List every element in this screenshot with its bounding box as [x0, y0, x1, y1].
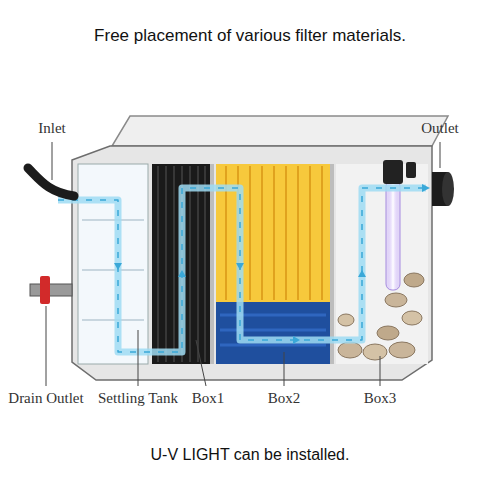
leader-lines — [46, 142, 440, 386]
rock — [363, 344, 387, 360]
filter-housing — [72, 146, 432, 380]
leader-line — [46, 306, 47, 386]
settling-plate — [82, 269, 144, 271]
divider-wall — [330, 164, 334, 364]
rock — [377, 326, 399, 340]
bio-chamber — [336, 164, 428, 364]
rock — [402, 311, 422, 325]
rock — [404, 273, 424, 287]
flow-direction — [58, 188, 426, 352]
rock — [385, 293, 407, 307]
leader-line — [196, 340, 206, 386]
settling-plate — [82, 319, 144, 321]
part-label: Box3 — [364, 390, 397, 407]
drain-valve — [40, 276, 50, 304]
settling-plate — [82, 219, 144, 221]
part-label: Settling Tank — [98, 390, 178, 407]
divider-wall — [210, 164, 214, 364]
drain-pipe — [30, 284, 72, 296]
outlet-opening — [442, 172, 454, 206]
leader-line — [380, 356, 381, 386]
part-label: Drain Outlet — [8, 390, 83, 407]
bio-rocks — [338, 273, 424, 360]
leader-line — [138, 330, 139, 386]
part-label: Outlet — [421, 120, 459, 137]
part-label: Inlet — [38, 120, 66, 137]
inlet-pipe — [28, 168, 74, 196]
part-label: Box1 — [192, 390, 225, 407]
blue-sponge — [216, 302, 330, 364]
rock — [338, 342, 362, 358]
leader-line — [52, 142, 53, 180]
filter-lid — [112, 116, 448, 146]
leader-line — [284, 352, 285, 386]
uv-lamp-socket — [406, 162, 416, 178]
water-flow — [58, 188, 426, 352]
uv-lamp-cap — [383, 160, 403, 184]
title-text: Free placement of various filter materia… — [94, 26, 406, 46]
caption-text: U-V LIGHT can be installed. — [151, 446, 350, 464]
part-label: Box2 — [268, 390, 301, 407]
flow-arrows — [114, 263, 366, 344]
uv-lamp-tube — [386, 180, 400, 290]
leader-line — [440, 142, 441, 168]
rock — [338, 314, 354, 326]
rock — [389, 342, 415, 358]
